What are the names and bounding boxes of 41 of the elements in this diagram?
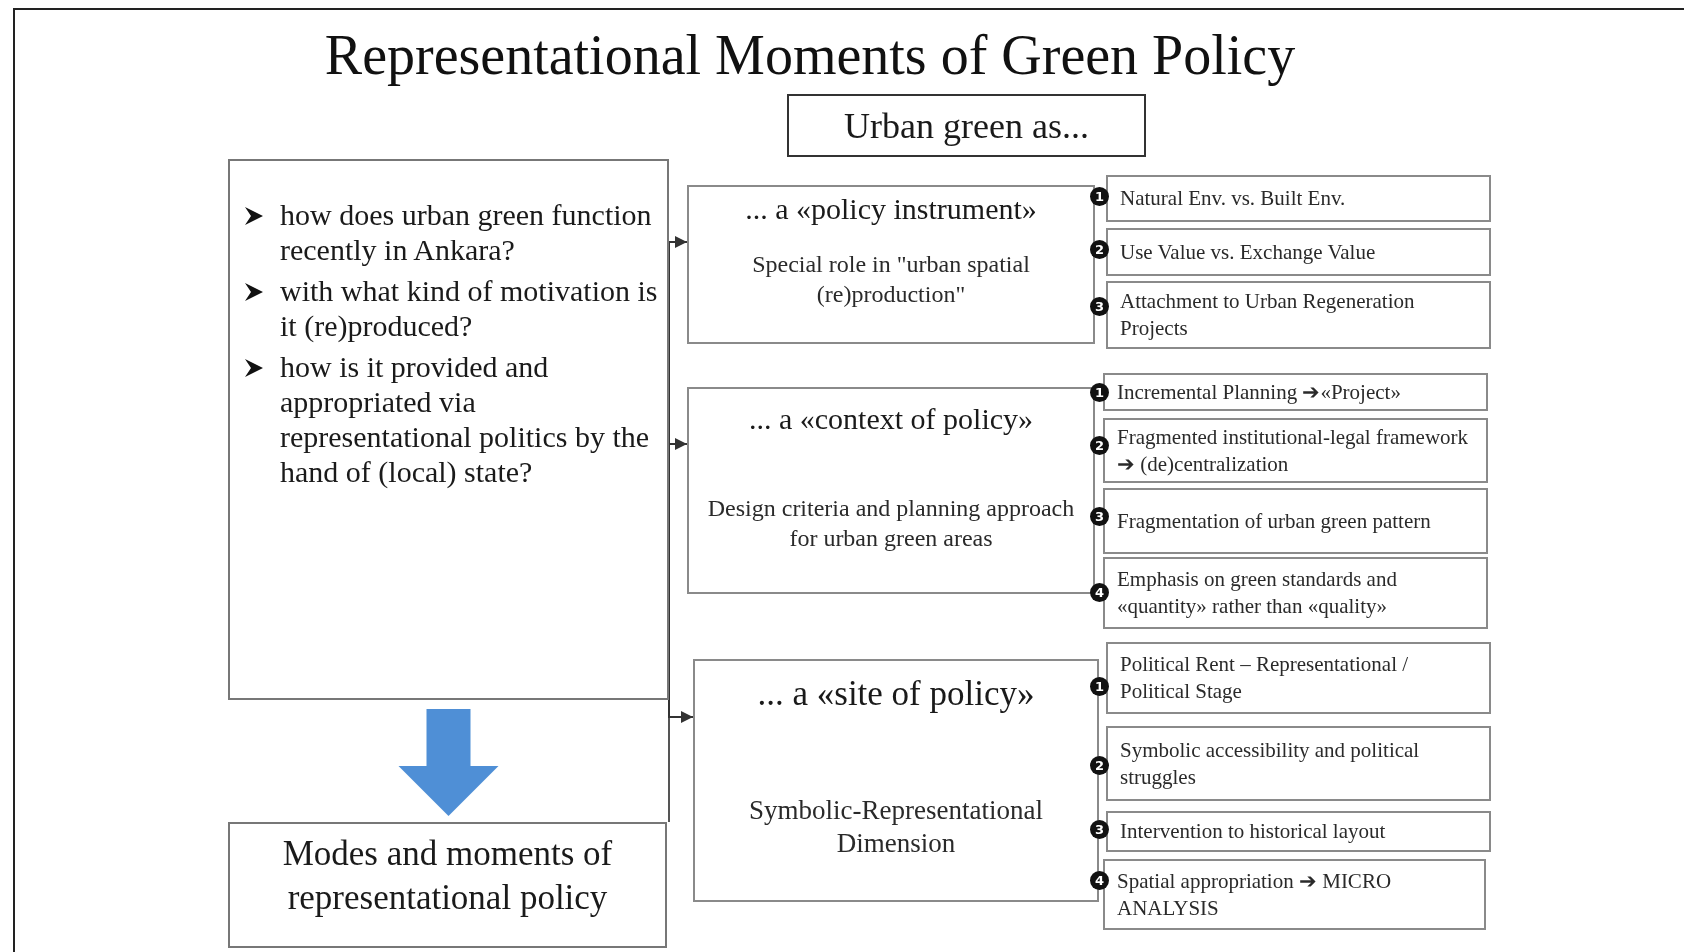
category-description: Symbolic-Representational Dimension xyxy=(748,794,1044,860)
item-text: Incremental Planning ➔«Project» xyxy=(1117,378,1402,406)
item-text: Natural Env. vs. Built Env. xyxy=(1120,185,1347,212)
item-box xyxy=(1106,281,1491,349)
item-text: Fragmented institutional-legal framework ➔ (de)centralization xyxy=(1117,423,1470,478)
item-box xyxy=(1106,726,1491,801)
question-text: how does urban green function recently in Ankara? xyxy=(280,197,653,267)
item-box xyxy=(1106,228,1491,276)
item-text: Intervention to historical layout xyxy=(1120,818,1387,845)
category-box xyxy=(687,185,1095,344)
category-description: Design criteria and planning approach for urban green areas xyxy=(706,494,1076,553)
question-text: with what kind of motivation is it (re)produced? xyxy=(280,273,659,343)
item-box xyxy=(1103,373,1488,411)
arrow xyxy=(668,236,688,248)
item-box xyxy=(1106,175,1491,222)
item-text: Symbolic accessibility and political struggles xyxy=(1120,736,1421,791)
item-text: Attachment to Urban Regeneration Projects xyxy=(1120,288,1416,342)
category-box xyxy=(687,387,1095,594)
heading-box xyxy=(787,94,1146,157)
category-heading: ... a «context of policy» xyxy=(748,401,1034,437)
item-box xyxy=(1106,811,1491,852)
question-text: how is it provided and appropriated via representational politics by the hand of (local) state? xyxy=(280,349,651,489)
category-heading: ... a «site of policy» xyxy=(757,673,1035,714)
item-box xyxy=(1106,642,1491,714)
result-box xyxy=(228,822,667,948)
item-box xyxy=(1103,418,1488,483)
item-text: Fragmentation of urban green pattern xyxy=(1117,507,1432,535)
slide-title: Representational Moments of Green Policy xyxy=(323,23,1297,88)
category-heading: ... a «policy instrument» xyxy=(745,191,1037,227)
item-text: Emphasis on green standards and «quantity» rather than «quality» xyxy=(1117,566,1398,620)
item-box xyxy=(1103,557,1488,629)
item-text: Spatial appropriation ➔ MICRO ANALYSIS xyxy=(1117,867,1393,922)
item-box xyxy=(1103,859,1486,930)
item-text: Use Value vs. Exchange Value xyxy=(1120,238,1377,266)
item-box xyxy=(1103,488,1488,554)
item-text: Political Rent – Representational / Political Stage xyxy=(1120,651,1410,705)
result-text: Modes and moments of representational policy xyxy=(281,833,614,919)
block-arrow xyxy=(398,709,499,816)
category-description: Special role in "urban spatial (re)production" xyxy=(751,250,1031,309)
box-heading: Urban green as... xyxy=(844,105,1089,146)
question-box xyxy=(228,159,669,700)
